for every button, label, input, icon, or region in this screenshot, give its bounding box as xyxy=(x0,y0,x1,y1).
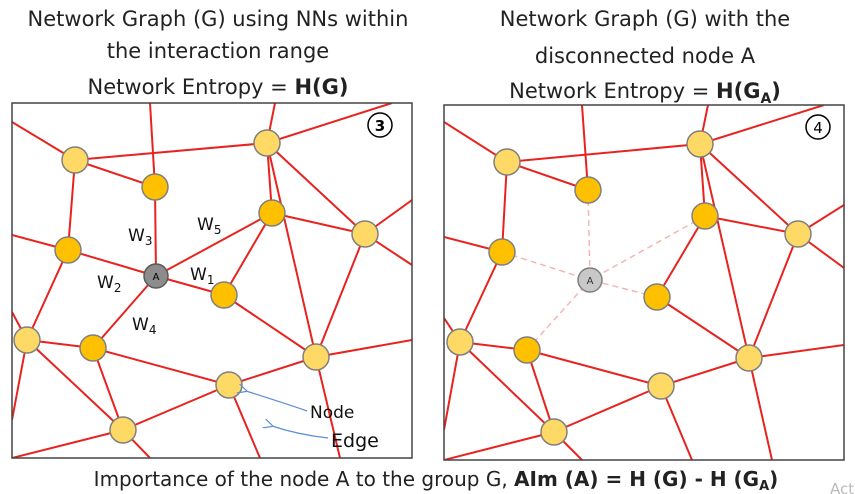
node-a xyxy=(143,263,169,289)
node xyxy=(109,416,137,444)
node xyxy=(253,129,281,157)
watermark-text: Act xyxy=(830,480,854,494)
panel-badge-3 xyxy=(367,112,393,138)
node xyxy=(540,418,568,446)
node xyxy=(54,236,82,264)
weight-label-w4: W4 xyxy=(132,315,156,337)
right-dashed-edges xyxy=(501,189,706,351)
node xyxy=(258,199,286,227)
right-title-line2: disconnected node A xyxy=(535,44,756,68)
node xyxy=(351,220,379,248)
panel-number-3: 3 xyxy=(375,117,385,135)
panel-number-4: 4 xyxy=(813,119,823,137)
edge-pointer-arrow xyxy=(272,426,329,439)
panel-badge-4 xyxy=(805,114,831,140)
weight-label-w2: W2 xyxy=(97,273,121,295)
node-pointer-arrow xyxy=(246,391,308,412)
node xyxy=(784,220,812,248)
node xyxy=(215,371,243,399)
left-panel: A W3 W5 W2 W1 W4 Node Edge 3 xyxy=(11,102,413,459)
legend: Node Edge xyxy=(246,391,379,452)
node xyxy=(643,283,671,311)
node xyxy=(141,173,169,201)
node xyxy=(647,372,675,400)
node xyxy=(735,344,763,372)
left-nodes xyxy=(13,129,379,444)
weight-label-w1: W1 xyxy=(190,265,214,287)
weight-label-w3: W3 xyxy=(128,226,152,248)
left-title-line2: the interaction range xyxy=(107,39,329,63)
node xyxy=(691,202,719,230)
weight-labels: W3 W5 W2 W1 W4 xyxy=(97,215,221,337)
right-panel-border xyxy=(443,104,845,461)
footer-formula: Importance of the node A to the group G,… xyxy=(94,467,779,494)
node xyxy=(79,334,107,362)
right-nodes xyxy=(446,130,812,446)
right-title: Network Graph (G) with the disconnected … xyxy=(500,7,790,107)
node-a-label: A xyxy=(153,272,160,283)
node xyxy=(61,146,89,174)
node xyxy=(446,328,474,356)
node-a-label-right: A xyxy=(587,276,594,287)
right-title-line1: Network Graph (G) with the xyxy=(500,7,790,31)
left-panel-border xyxy=(11,102,413,459)
node xyxy=(574,176,602,204)
right-panel: A 4 xyxy=(443,104,845,461)
node xyxy=(513,336,541,364)
left-title-line1: Network Graph (G) using NNs within xyxy=(28,7,409,31)
node xyxy=(686,130,714,158)
weight-label-w5: W5 xyxy=(197,215,221,237)
node xyxy=(13,326,41,354)
legend-node-label: Node xyxy=(310,403,354,423)
node xyxy=(210,281,238,309)
legend-edge-label: Edge xyxy=(331,430,379,452)
right-entropy-label: Network Entropy = H(GA) xyxy=(509,79,781,107)
node xyxy=(302,343,330,371)
node-a-disconnected xyxy=(577,267,603,293)
node xyxy=(488,238,516,266)
node xyxy=(493,148,521,176)
left-entropy-label: Network Entropy = H(G) xyxy=(88,75,349,99)
left-title: Network Graph (G) using NNs within the i… xyxy=(28,7,409,99)
